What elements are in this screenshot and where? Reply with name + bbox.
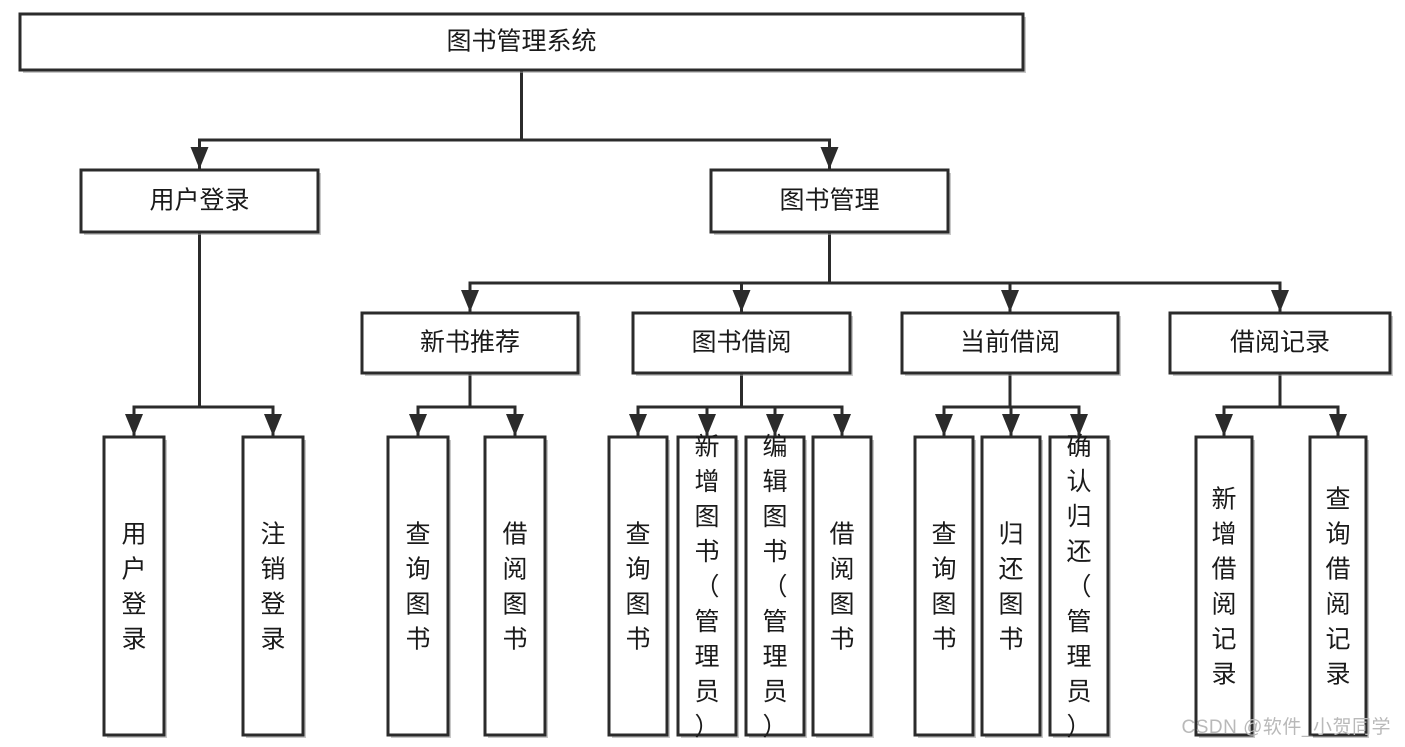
node-rect[interactable] xyxy=(1048,435,1110,737)
arrow-head-icon xyxy=(1002,414,1020,436)
node-leaf-logout[interactable]: 注销登录 xyxy=(241,435,306,738)
node-leaf-user-login[interactable]: 用户登录 xyxy=(102,435,167,738)
node-borrow-record[interactable]: 借阅记录 xyxy=(1168,311,1393,376)
arrow-head-icon xyxy=(1271,290,1289,312)
node-label: 借阅图书 xyxy=(502,520,527,653)
arrow-head-icon xyxy=(1070,414,1088,436)
node-rect[interactable] xyxy=(744,435,806,737)
node-root[interactable]: 图书管理系统 xyxy=(18,12,1026,73)
node-current-borrow[interactable]: 当前借阅 xyxy=(900,311,1121,376)
node-label: 注销登录 xyxy=(260,520,285,653)
node-label: 查询图书 xyxy=(405,520,430,653)
node-label: 编辑图书（管理员） xyxy=(762,433,787,741)
node-rect[interactable] xyxy=(631,311,852,375)
arrow-head-icon xyxy=(935,414,953,436)
node-label: 确认归还（管理员） xyxy=(1066,433,1091,741)
node-rect[interactable] xyxy=(102,435,166,737)
arrow-head-icon xyxy=(820,147,839,169)
connector-layer xyxy=(125,68,1347,437)
arrow-head-icon xyxy=(732,290,751,312)
node-leaf-query-book-1[interactable]: 查询图书 xyxy=(386,435,451,738)
node-user-login[interactable]: 用户登录 xyxy=(79,168,321,235)
arrow-head-icon xyxy=(125,414,143,436)
node-leaf-return-book[interactable]: 归还图书 xyxy=(980,435,1043,738)
node-label: 新增借阅记录 xyxy=(1211,485,1236,688)
node-label: 新增图书（管理员） xyxy=(694,433,719,741)
node-rect[interactable] xyxy=(1168,311,1392,375)
node-rect[interactable] xyxy=(980,435,1042,737)
node-leaf-add-book[interactable]: 新增图书（管理员） xyxy=(676,433,739,741)
node-leaf-borrow-book-1[interactable]: 借阅图书 xyxy=(483,435,548,738)
node-rect[interactable] xyxy=(676,435,738,737)
node-label: 当前借阅 xyxy=(960,329,1060,357)
node-label: 查询借阅记录 xyxy=(1325,485,1350,688)
arrow-head-icon xyxy=(506,414,524,436)
arrow-head-icon xyxy=(1329,414,1347,436)
arrow-head-icon xyxy=(698,414,716,436)
arrow-head-icon xyxy=(833,414,851,436)
arrow-head-icon xyxy=(629,414,647,436)
node-rect[interactable] xyxy=(241,435,305,737)
node-label: 新书推荐 xyxy=(420,329,520,357)
node-book-manage[interactable]: 图书管理 xyxy=(709,168,951,235)
node-rect[interactable] xyxy=(811,435,873,737)
node-label: 用户登录 xyxy=(121,520,146,653)
node-label: 归还图书 xyxy=(998,520,1023,653)
node-label: 图书管理系统 xyxy=(446,28,596,56)
node-label: 查询图书 xyxy=(625,520,650,653)
node-rect[interactable] xyxy=(1194,435,1254,737)
node-leaf-query-book-3[interactable]: 查询图书 xyxy=(913,435,976,738)
arrow-head-icon xyxy=(409,414,427,436)
node-rect[interactable] xyxy=(607,435,669,737)
node-rect[interactable] xyxy=(386,435,450,737)
node-rect[interactable] xyxy=(483,435,547,737)
node-rect[interactable] xyxy=(1308,435,1368,737)
node-rect[interactable] xyxy=(709,168,950,234)
arrow-head-icon xyxy=(766,414,784,436)
node-leaf-edit-book[interactable]: 编辑图书（管理员） xyxy=(744,433,807,741)
node-label: 图书借阅 xyxy=(691,329,791,357)
node-book-borrow[interactable]: 图书借阅 xyxy=(631,311,853,376)
node-label: 图书管理 xyxy=(779,187,879,215)
node-rect[interactable] xyxy=(79,168,320,234)
arrow-head-icon xyxy=(1215,414,1233,436)
node-label: 借阅图书 xyxy=(829,520,854,653)
node-rect[interactable] xyxy=(18,12,1025,72)
arrow-head-icon xyxy=(1001,290,1019,312)
arrow-head-icon xyxy=(264,414,282,436)
node-leaf-query-book-2[interactable]: 查询图书 xyxy=(607,435,670,738)
node-leaf-add-record[interactable]: 新增借阅记录 xyxy=(1194,435,1255,738)
node-rect[interactable] xyxy=(900,311,1120,375)
node-rect[interactable] xyxy=(913,435,975,737)
node-label: 借阅记录 xyxy=(1230,329,1330,357)
node-new-book-recommend[interactable]: 新书推荐 xyxy=(360,311,581,376)
node-leaf-query-record[interactable]: 查询借阅记录 xyxy=(1308,435,1369,738)
arrow-head-icon xyxy=(190,147,209,169)
node-leaf-confirm-return[interactable]: 确认归还（管理员） xyxy=(1048,433,1111,741)
node-layer: 图书管理系统用户登录图书管理新书推荐图书借阅当前借阅借阅记录用户登录注销登录查询… xyxy=(18,12,1393,741)
node-label: 查询图书 xyxy=(931,520,956,653)
node-rect[interactable] xyxy=(360,311,580,375)
node-label: 用户登录 xyxy=(149,187,249,215)
arrow-head-icon xyxy=(461,290,479,312)
node-leaf-borrow-book-2[interactable]: 借阅图书 xyxy=(811,435,874,738)
